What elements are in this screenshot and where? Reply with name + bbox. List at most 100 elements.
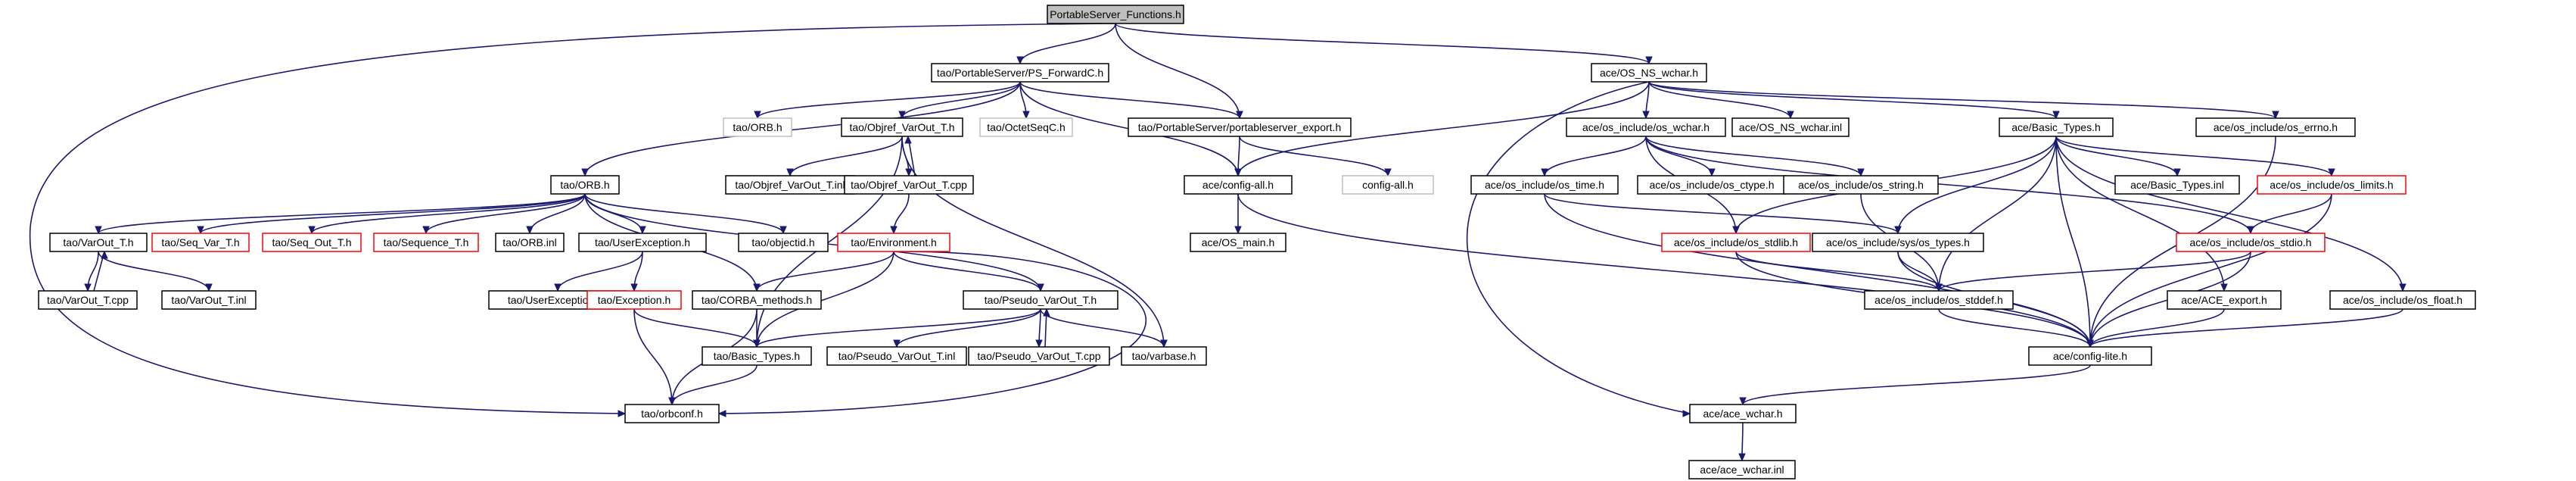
node-orb-h-ext[interactable]: tao/ORB.h <box>723 117 792 137</box>
edge-arrowhead <box>84 283 92 292</box>
edge-arrowhead <box>1043 308 1050 317</box>
edge-basic_types_ace-to-os_stddef <box>1938 136 2057 292</box>
node-label: ace/Basic_Types.inl <box>2130 179 2224 191</box>
node-pseudo-varout-inl[interactable]: tao/Pseudo_VarOut_T.inl <box>826 346 967 366</box>
node-os-string[interactable]: ace/os_include/os_string.h <box>1783 175 1939 195</box>
node-label: tao/VarOut_T.cpp <box>47 294 129 306</box>
node-box <box>262 233 362 252</box>
node-varout-h[interactable]: tao/VarOut_T.h <box>49 233 148 252</box>
node-root[interactable]: PortableServer_Functions.h <box>1047 5 1184 24</box>
edge-os_wchar-to-os_time <box>1544 136 1647 176</box>
node-objref-varout-cpp[interactable]: tao/Objref_VarOut_T.cpp <box>844 175 974 195</box>
node-label: tao/ORB.h <box>560 179 609 191</box>
node-label: tao/CORBA_methods.h <box>702 294 812 306</box>
node-orb-inl[interactable]: tao/ORB.inl <box>495 233 565 252</box>
edge-os_ns_wchar-to-os_ns_wchar_inl <box>1648 81 1791 119</box>
node-os-stdlib[interactable]: ace/os_include/os_stdlib.h <box>1661 233 1811 252</box>
node-config-all-ext[interactable]: config-all.h <box>1342 175 1434 195</box>
node-os-limits[interactable]: ace/os_include/os_limits.h <box>2257 175 2406 195</box>
node-os-time[interactable]: ace/os_include/os_time.h <box>1470 175 1619 195</box>
node-os-ns-wchar[interactable]: ace/OS_NS_wchar.h <box>1591 63 1707 83</box>
node-corba-methods[interactable]: tao/CORBA_methods.h <box>692 290 822 310</box>
node-os-errno[interactable]: ace/os_include/os_errno.h <box>2195 117 2356 137</box>
edge-os_ns_wchar-to-ace_wchar_h <box>1466 81 1691 414</box>
node-os-stdio[interactable]: ace/os_include/os_stdio.h <box>2176 233 2326 252</box>
edge-os_stddef-to-config_lite <box>1938 308 2091 348</box>
node-seq-out[interactable]: tao/Seq_Out_T.h <box>262 233 362 252</box>
edge-arrowhead <box>2272 111 2279 120</box>
node-os-ctype[interactable]: ace/os_include/os_ctype.h <box>1637 175 1787 195</box>
node-basic-types-tao[interactable]: tao/Basic_Types.h <box>702 346 812 366</box>
edge-basic_types_ace-to-sys_os_types <box>1897 136 2057 234</box>
node-exception-h[interactable]: tao/Exception.h <box>586 290 682 310</box>
node-box <box>968 346 1110 366</box>
node-label: tao/Pseudo_VarOut_T.h <box>985 294 1097 306</box>
node-box <box>1688 460 1796 479</box>
node-os-float[interactable]: ace/os_include/os_float.h <box>2329 290 2476 310</box>
node-box <box>2257 175 2406 195</box>
edge-arrowhead <box>893 339 901 348</box>
edge-varout_h-to-varout_inl <box>98 251 210 292</box>
node-label: ace/config-lite.h <box>2053 350 2127 362</box>
node-box <box>841 117 963 137</box>
node-box <box>1342 175 1434 195</box>
node-sys-os-types[interactable]: ace/os_include/sys/os_types.h <box>1812 233 1984 252</box>
node-box <box>1184 175 1293 195</box>
node-sequence-t[interactable]: tao/Sequence_T.h <box>373 233 479 252</box>
edge-basic_types_tao-to-orbconf <box>671 364 758 405</box>
node-objectid[interactable]: tao/objectid.h <box>738 233 829 252</box>
node-seq-var[interactable]: tao/Seq_Var_T.h <box>151 233 250 252</box>
node-box <box>723 117 792 137</box>
node-ace-wchar-inl[interactable]: ace/ace_wchar.inl <box>1688 460 1796 479</box>
node-orb-h[interactable]: tao/ORB.h <box>550 175 620 195</box>
node-config-lite[interactable]: ace/config-lite.h <box>2028 346 2152 366</box>
node-pseudo-varout-h[interactable]: tao/Pseudo_VarOut_T.h <box>963 290 1118 310</box>
edge-ps_forwardc-to-orb_h_ext <box>757 81 1021 119</box>
edge-ps_forwardc-to-objref_varout_h <box>901 81 1021 119</box>
edge-os_ns_wchar-to-basic_types_ace <box>1648 81 2057 119</box>
node-os-wchar[interactable]: ace/os_include/os_wchar.h <box>1566 117 1726 137</box>
edge-arrowhead <box>1236 111 1243 120</box>
node-userexception-h[interactable]: tao/UserException.h <box>578 233 707 252</box>
node-objref-varout-inl[interactable]: tao/Objref_VarOut_T.inl <box>725 175 855 195</box>
node-os-stddef[interactable]: ace/os_include/os_stddef.h <box>1864 290 2014 310</box>
node-basic-types-inl[interactable]: ace/Basic_Types.inl <box>2114 175 2240 195</box>
edge-arrowhead <box>779 226 787 235</box>
node-os-main[interactable]: ace/OS_main.h <box>1190 233 1286 252</box>
node-box <box>1864 290 2014 310</box>
node-label: ace/os_include/os_stdlib.h <box>1674 236 1798 248</box>
node-varout-cpp[interactable]: tao/VarOut_T.cpp <box>38 290 138 310</box>
node-label: tao/Objref_VarOut_T.h <box>849 121 954 133</box>
edge-arrowhead <box>1739 397 1747 406</box>
edge-arrowhead <box>1857 168 1865 177</box>
node-box <box>1121 346 1207 366</box>
node-octetseqc[interactable]: tao/OctetSeqC.h <box>979 117 1073 137</box>
edge-os_time-to-config_lite <box>1544 193 2091 348</box>
node-objref-varout-h[interactable]: tao/Objref_VarOut_T.h <box>841 117 963 137</box>
node-ps-forwardc[interactable]: tao/PortableServer/PS_ForwardC.h <box>931 63 1109 83</box>
edge-arrowhead <box>2220 283 2228 292</box>
node-ace-wchar-h[interactable]: ace/ace_wchar.h <box>1689 404 1797 423</box>
edge-arrowhead <box>554 283 562 292</box>
node-os-ns-wchar-inl[interactable]: ace/OS_NS_wchar.inl <box>1731 117 1850 137</box>
edge-arrowhead <box>1732 226 1740 235</box>
node-ps-export[interactable]: tao/PortableServer/portableserver_export… <box>1128 117 1352 137</box>
edge-arrowhead <box>2399 283 2406 292</box>
node-pseudo-varout-cpp[interactable]: tao/Pseudo_VarOut_T.cpp <box>968 346 1110 366</box>
edge-root-to-ps_forwardc <box>1019 23 1116 64</box>
node-label: tao/varbase.h <box>1132 350 1196 362</box>
node-config-all[interactable]: ace/config-all.h <box>1184 175 1293 195</box>
node-varout-inl[interactable]: tao/VarOut_T.inl <box>161 290 257 310</box>
node-basic-types-ace[interactable]: ace/Basic_Types.h <box>1999 117 2114 137</box>
edge-os_stdio-to-os_stddef <box>1938 251 2251 292</box>
node-label: tao/Pseudo_VarOut_T.cpp <box>977 350 1100 362</box>
edge-os_wchar-to-os_stdio <box>1645 136 2251 234</box>
node-box <box>2176 233 2326 252</box>
node-ace-export[interactable]: ace/ACE_export.h <box>2167 290 2282 310</box>
node-environment[interactable]: tao/Environment.h <box>837 233 950 252</box>
node-varbase[interactable]: tao/varbase.h <box>1121 346 1207 366</box>
node-orbconf[interactable]: tao/orbconf.h <box>624 404 720 423</box>
dependency-edges <box>29 23 2406 462</box>
edge-arrowhead <box>1645 56 1653 65</box>
